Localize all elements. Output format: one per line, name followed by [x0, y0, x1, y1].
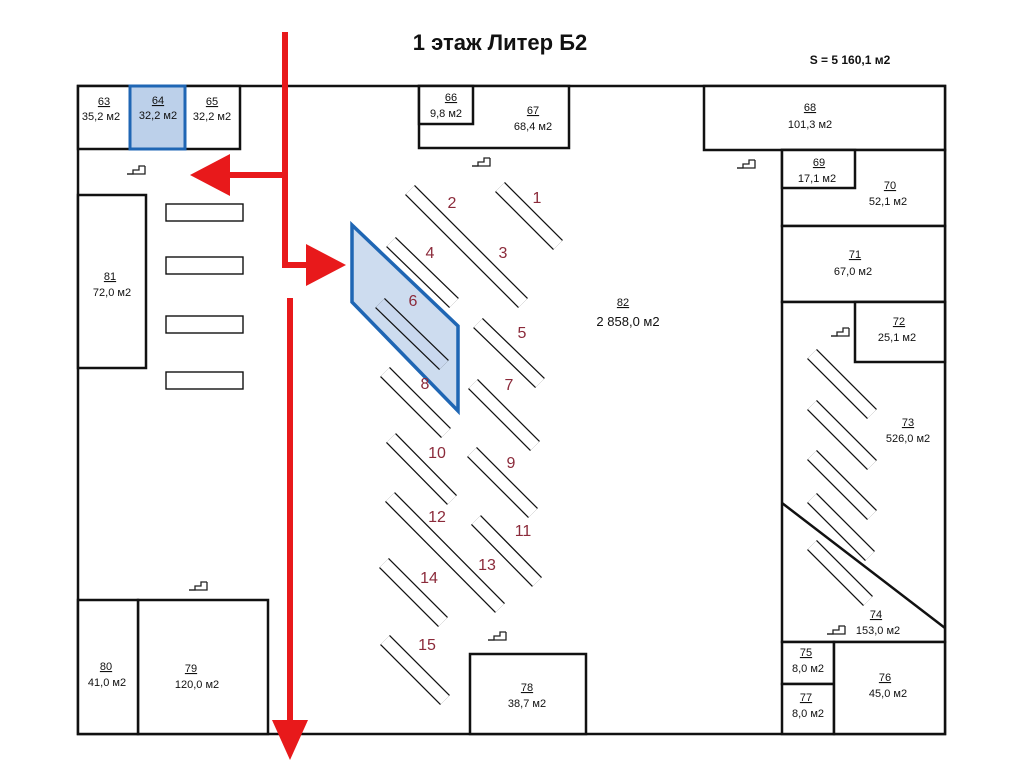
room-number: 76	[879, 672, 891, 684]
room-area: 68,4 м2	[514, 121, 552, 133]
shelf-horizontal	[165, 315, 244, 334]
shelf-label: 15	[418, 637, 436, 654]
room-66[interactable]	[417, 84, 475, 126]
shelf-horizontal	[165, 203, 244, 222]
room-number: 70	[884, 180, 896, 192]
room-71[interactable]	[780, 224, 947, 304]
room-number: 69	[813, 157, 825, 169]
shelf-label: 13	[478, 557, 496, 574]
room-number: 67	[527, 105, 539, 117]
shelf-horizontal	[165, 256, 244, 275]
room-80[interactable]	[76, 598, 140, 736]
room-78[interactable]	[468, 652, 588, 736]
stair-icon	[472, 157, 491, 167]
shelf-label: 2	[448, 195, 457, 212]
room-number: 66	[445, 92, 457, 104]
room-69[interactable]	[780, 148, 857, 190]
room-number: 74	[870, 609, 882, 621]
room-area: 38,7 м2	[508, 698, 546, 710]
room-area: 32,2 м2	[193, 111, 231, 123]
room-number: 64	[152, 95, 164, 107]
room-area: 153,0 м2	[856, 625, 900, 637]
room-number: 65	[206, 96, 218, 108]
shelf-label: 7	[505, 377, 514, 394]
room-area: 526,0 м2	[886, 433, 930, 445]
room-area: 41,0 м2	[88, 677, 126, 689]
shelf-label: 5	[518, 325, 527, 342]
stair-icon	[488, 631, 507, 641]
room-area: 9,8 м2	[430, 108, 462, 120]
room-area: 120,0 м2	[175, 679, 219, 691]
room-76[interactable]	[832, 640, 947, 736]
arrow-icon	[190, 32, 346, 760]
room-area: 67,0 м2	[834, 266, 872, 278]
room-73-shelves	[807, 349, 877, 606]
shelf-label: 14	[420, 570, 438, 587]
room-63[interactable]	[76, 84, 132, 151]
shelf-label: 8	[421, 376, 430, 393]
room-area: 17,1 м2	[798, 173, 836, 185]
room-number: 81	[104, 271, 116, 283]
room-number: 71	[849, 249, 861, 261]
room-number: 78	[521, 682, 533, 694]
stair-icon	[189, 581, 208, 591]
shelf-label: 12	[428, 509, 446, 526]
room-77[interactable]	[780, 682, 836, 736]
page-title: 1 этаж Литер Б2	[413, 30, 588, 55]
room-number: 73	[902, 417, 914, 429]
room-81[interactable]	[76, 193, 148, 370]
total-area: S = 5 160,1 м2	[810, 53, 891, 67]
stair-icon	[737, 159, 756, 169]
room-number: 75	[800, 647, 812, 659]
stair-icon	[831, 327, 850, 337]
room-number: 79	[185, 663, 197, 675]
room-area: 72,0 м2	[93, 287, 131, 299]
room-area: 45,0 м2	[869, 688, 907, 700]
shelf-label: 4	[426, 245, 435, 262]
shelf-label: 3	[499, 245, 508, 262]
room-64-highlight[interactable]	[128, 84, 187, 151]
room-65[interactable]	[183, 84, 242, 151]
stair-icon	[127, 165, 146, 175]
room-area: 25,1 м2	[878, 332, 916, 344]
room-68[interactable]	[702, 84, 947, 152]
room-area: 52,1 м2	[869, 196, 907, 208]
room-area: 2 858,0 м2	[596, 314, 659, 329]
room-number: 77	[800, 692, 812, 704]
room-number: 68	[804, 102, 816, 114]
room-area: 101,3 м2	[788, 119, 832, 131]
shelf-label: 6	[409, 293, 418, 310]
stair-icon	[827, 625, 846, 635]
room-74-divider	[781, 502, 946, 629]
shelf-label: 9	[507, 455, 516, 472]
shelf-label: 11	[515, 523, 532, 540]
shelf-horizontal	[165, 371, 244, 390]
room-number: 72	[893, 316, 905, 328]
shelf-label: 10	[428, 445, 446, 462]
shelf-label: 1	[533, 190, 542, 207]
room-area: 35,2 м2	[82, 111, 120, 123]
room-number: 80	[100, 661, 112, 673]
room-area: 8,0 м2	[792, 708, 824, 720]
room-area: 8,0 м2	[792, 663, 824, 675]
diagonal-shelves	[379, 182, 563, 705]
room-area: 32,2 м2	[139, 110, 177, 122]
room-79[interactable]	[136, 598, 270, 736]
room-72[interactable]	[853, 300, 947, 364]
room-number: 82	[617, 297, 629, 309]
room-number: 63	[98, 96, 110, 108]
